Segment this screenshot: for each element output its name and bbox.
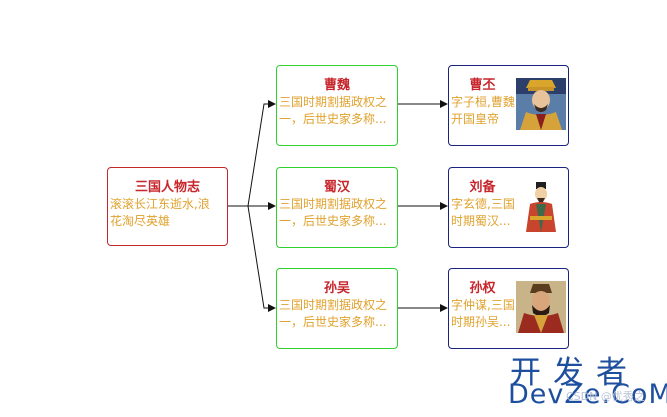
kingdom-node-body: 三国时期割据政权之 一，后世史家多称... bbox=[279, 94, 395, 128]
kingdom-node-body-line-2: 一，后世史家多称... bbox=[279, 111, 395, 128]
kingdom-node-body: 三国时期割据政权之 一，后世史家多称... bbox=[279, 196, 395, 230]
ruler-node-body-line-1: 字子桓,曹魏 bbox=[451, 94, 519, 111]
ruler-node-body-line-2: 时期孙吴... bbox=[451, 314, 519, 331]
ruler-node-body-line-2: 时期蜀汉... bbox=[451, 213, 519, 230]
ruler-node-title: 曹丕 bbox=[449, 74, 516, 93]
edge-root-to-sunwu bbox=[228, 206, 275, 308]
kingdom-node-body-line-1: 三国时期割据政权之 bbox=[279, 196, 395, 213]
ruler-node-sunquan[interactable]: 孙权 字仲谋,三国 时期孙吴... bbox=[448, 268, 569, 349]
kingdom-node-shuhan[interactable]: 蜀汉 三国时期割据政权之 一，后世史家多称... bbox=[276, 167, 398, 248]
root-node-body-line-2: 花淘尽英雄 bbox=[110, 213, 225, 230]
liubei-portrait bbox=[516, 180, 566, 232]
kingdom-node-body-line-2: 一，后世史家多称... bbox=[279, 314, 395, 331]
ruler-node-title: 孙权 bbox=[449, 277, 516, 296]
kingdom-node-body: 三国时期割据政权之 一，后世史家多称... bbox=[279, 297, 395, 331]
root-node-body-line-1: 滚滚长江东逝水,浪 bbox=[110, 196, 225, 213]
caopi-portrait bbox=[516, 78, 566, 130]
ruler-node-body-line-1: 字仲谋,三国 bbox=[451, 297, 519, 314]
kingdom-node-caowei[interactable]: 曹魏 三国时期割据政权之 一，后世史家多称... bbox=[276, 65, 398, 146]
root-node[interactable]: 三国人物志 滚滚长江东逝水,浪 花淘尽英雄 bbox=[107, 167, 228, 246]
kingdom-node-body-line-1: 三国时期割据政权之 bbox=[279, 297, 395, 314]
site-watermark: 开发者 DevZe.CoM CSDN @优秀之 bbox=[508, 347, 663, 409]
ruler-node-body: 字仲谋,三国 时期孙吴... bbox=[451, 297, 519, 331]
root-node-body: 滚滚长江东逝水,浪 花淘尽英雄 bbox=[110, 196, 225, 230]
sunquan-portrait bbox=[516, 281, 566, 333]
kingdom-node-title: 曹魏 bbox=[277, 74, 397, 93]
ruler-node-caopi[interactable]: 曹丕 字子桓,曹魏 开国皇帝 bbox=[448, 65, 569, 146]
kingdom-node-body-line-1: 三国时期割据政权之 bbox=[279, 94, 395, 111]
kingdom-node-title: 蜀汉 bbox=[277, 176, 397, 195]
kingdom-node-body-line-2: 一，后世史家多称... bbox=[279, 213, 395, 230]
ruler-node-body: 字玄德,三国 时期蜀汉... bbox=[451, 196, 519, 230]
kingdom-node-sunwu[interactable]: 孙吴 三国时期割据政权之 一，后世史家多称... bbox=[276, 268, 398, 349]
ruler-node-liubei[interactable]: 刘备 字玄德,三国 时期蜀汉... bbox=[448, 167, 569, 248]
watermark-faint-text: CSDN @优秀之 bbox=[566, 388, 645, 404]
kingdom-node-title: 孙吴 bbox=[277, 277, 397, 296]
ruler-node-body: 字子桓,曹魏 开国皇帝 bbox=[451, 94, 519, 128]
ruler-node-body-line-1: 字玄德,三国 bbox=[451, 196, 519, 213]
root-node-title: 三国人物志 bbox=[108, 176, 227, 195]
ruler-node-title: 刘备 bbox=[449, 176, 516, 195]
edge-root-to-caowei bbox=[228, 104, 275, 206]
ruler-node-body-line-2: 开国皇帝 bbox=[451, 111, 519, 128]
